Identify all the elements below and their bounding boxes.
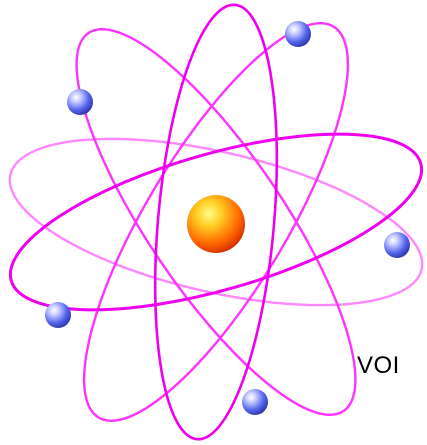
electron-upper-left — [67, 89, 93, 115]
diagram-label: VOI — [357, 352, 400, 380]
electron-lower-left — [45, 302, 71, 328]
electron-top — [285, 21, 311, 47]
nucleus — [187, 195, 245, 253]
electron-right — [384, 232, 410, 258]
electron-bottom — [242, 389, 268, 415]
